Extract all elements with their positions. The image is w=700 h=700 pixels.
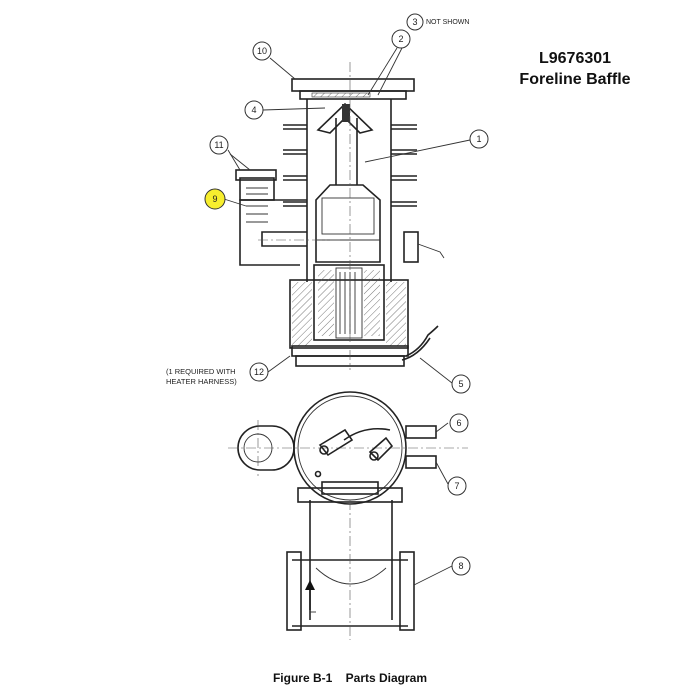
- side-port-inner: [261, 231, 307, 247]
- heater-element-coils: [339, 272, 356, 334]
- diagram-title: L9676301 Foreline Baffle: [505, 48, 645, 90]
- heater-coil-right: [364, 270, 380, 336]
- callout-1-label: 1: [476, 134, 481, 144]
- flange-clamp: [299, 90, 407, 100]
- callout-4-label: 4: [251, 105, 256, 115]
- side-port-housing: [239, 177, 275, 201]
- plan-terminal-block: [321, 481, 379, 495]
- heater-cable: [405, 325, 439, 357]
- callout-1: 1: [469, 129, 489, 149]
- plan-screw-1: [319, 445, 329, 455]
- heater-coil-left: [318, 270, 334, 336]
- cooling-fins-left: [283, 124, 307, 207]
- tee-flange-left: [286, 551, 302, 631]
- center-stud: [342, 104, 350, 122]
- callout-12: 12: [249, 362, 269, 382]
- callout-2-label: 2: [398, 34, 403, 44]
- heater-core: [313, 264, 385, 341]
- callout-12-label: 12: [254, 367, 264, 377]
- heater-cable-2: [401, 337, 431, 361]
- callout-7: 7: [447, 476, 467, 496]
- callout-8: 8: [451, 556, 471, 576]
- callout-12-note-line1: (1 REQUIRED WITH: [166, 367, 236, 376]
- plan-cable-gland-7: [405, 455, 437, 469]
- oring-gasket: [311, 92, 371, 98]
- callout-9: 9: [204, 188, 226, 210]
- trap-body: [315, 184, 381, 263]
- plan-screw-3: [314, 470, 322, 478]
- plan-terminal-lug-2: [368, 436, 394, 462]
- flow-arrow-head: [305, 580, 315, 590]
- callout-12-note-line2: HEATER HARNESS): [166, 377, 237, 386]
- callout-2: 2: [391, 29, 411, 49]
- callout-3: 3: [406, 13, 424, 31]
- part-number: L9676301: [538, 50, 612, 67]
- tee-bore: [315, 567, 387, 585]
- callout-9-highlight: [204, 188, 226, 210]
- callout-6: 6: [449, 413, 469, 433]
- callout-5-label: 5: [458, 379, 463, 389]
- callout-8-label: 8: [458, 561, 463, 571]
- side-port-ribs: [246, 187, 268, 223]
- callout-6-label: 6: [456, 418, 461, 428]
- thermostat-wire: [417, 243, 445, 259]
- side-port-cap: [235, 169, 277, 181]
- plan-terminal-lug-1: [318, 428, 354, 457]
- tee-flange-right: [399, 551, 415, 631]
- heater-block: [289, 279, 409, 349]
- plan-cable-gland-6: [405, 425, 437, 439]
- heater-element: [335, 267, 363, 339]
- callout-3-label: 3: [412, 17, 417, 27]
- callout-12-note: (1 REQUIRED WITH HEATER HARNESS): [166, 367, 237, 387]
- leader-lines: [223, 47, 471, 586]
- thermostat: [403, 231, 419, 263]
- part-name: Foreline Baffle: [519, 71, 631, 88]
- callout-10: 10: [252, 41, 272, 61]
- side-view: [235, 62, 445, 370]
- plan-view: [228, 391, 468, 505]
- callout-9-label: 9: [212, 194, 217, 204]
- trap-inner: [321, 197, 375, 235]
- heater-insulation-right: [386, 282, 406, 346]
- plan-wire: [343, 427, 391, 441]
- top-flange: [291, 78, 415, 92]
- plan-screw-2: [369, 451, 379, 461]
- callout-10-label: 10: [257, 46, 267, 56]
- tee-view: [286, 500, 415, 640]
- callout-5: 5: [451, 374, 471, 394]
- figure-caption: Figure B-1 Parts Diagram: [272, 671, 428, 685]
- callout-11-label: 11: [214, 140, 223, 150]
- heater-insulation-left: [292, 282, 312, 346]
- callout-3-not-shown: NOT SHOWN: [426, 19, 469, 26]
- callout-11: 11: [209, 135, 229, 155]
- callout-4: 4: [244, 100, 264, 120]
- callout-7-label: 7: [454, 481, 459, 491]
- cooling-fins-right: [391, 124, 417, 207]
